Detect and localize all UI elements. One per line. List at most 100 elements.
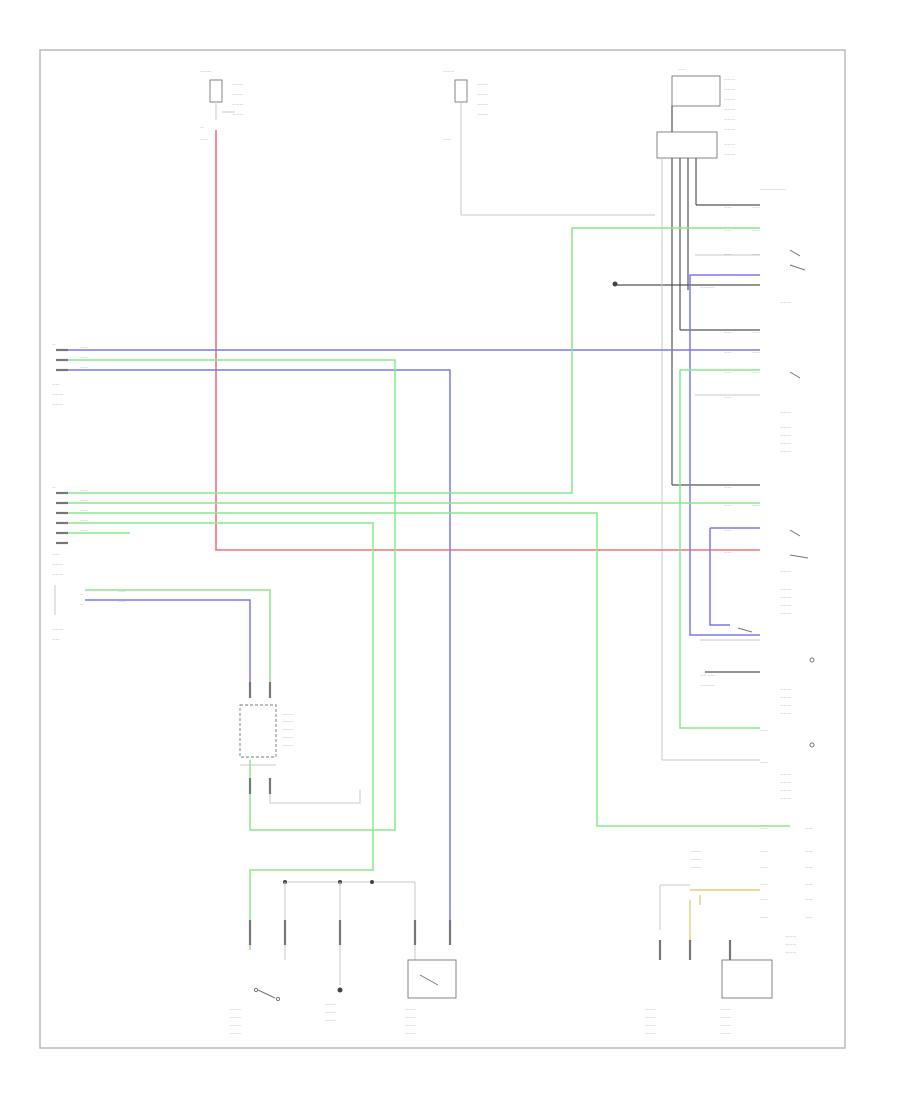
svg-text:——: ——	[752, 502, 760, 507]
left-connector-upper: — —— —— —— —— ——— ———	[52, 341, 88, 406]
svg-text:———: ———	[724, 116, 736, 121]
svg-text:———: ———	[282, 718, 294, 723]
svg-text:———: ———	[282, 734, 294, 739]
svg-text:——: ——	[80, 364, 88, 369]
bottom-right-components: ——— ——— ——— ——— ——— ——— ——— ———	[645, 884, 773, 1035]
svg-text:———: ———	[780, 440, 792, 445]
svg-text:——: ——	[760, 914, 768, 919]
svg-text:—: —	[80, 601, 84, 606]
svg-text:———: ———	[232, 111, 244, 116]
svg-text:———: ———	[724, 106, 736, 111]
svg-text:——: ——	[752, 251, 760, 256]
svg-text:——: ——	[80, 344, 88, 349]
svg-text:——: ——	[80, 487, 88, 492]
svg-text:———: ———	[780, 610, 792, 615]
svg-text:———: ———	[724, 141, 736, 146]
svg-text:———: ———	[720, 1030, 732, 1035]
svg-text:———: ———	[232, 101, 244, 106]
svg-text:———: ———	[724, 86, 736, 91]
bottom-junction	[248, 880, 452, 985]
svg-text:———: ———	[230, 1014, 242, 1019]
svg-text:——: ——	[724, 369, 732, 374]
svg-text:——: ——	[752, 369, 760, 374]
svg-text:———: ———	[405, 1022, 417, 1027]
svg-text:——: ——	[752, 204, 760, 209]
svg-text:———: ———	[720, 1006, 732, 1011]
svg-text:——: ——	[678, 66, 686, 71]
svg-text:——: ——	[760, 825, 768, 830]
svg-text:—: —	[80, 591, 84, 596]
svg-text:————: ————	[700, 672, 715, 677]
black-wire-bundle	[612, 158, 760, 673]
svg-text:———: ———	[785, 933, 797, 938]
svg-text:———: ———	[477, 81, 489, 86]
svg-text:———: ———	[645, 1030, 657, 1035]
svg-text:——: ——	[752, 349, 760, 354]
svg-text:———: ———	[52, 561, 64, 566]
svg-text:———: ———	[780, 409, 792, 414]
svg-text:———: ———	[282, 711, 294, 716]
svg-text:——: ——	[80, 497, 88, 502]
svg-text:———: ———	[720, 1022, 732, 1027]
svg-text:——: ——	[805, 881, 813, 886]
svg-text:——: ——	[80, 517, 88, 522]
svg-text:———: ———	[780, 448, 792, 453]
svg-text:——: ——	[80, 354, 88, 359]
left-connector-lower: — —— —— —— —— —— —— ——— ———	[52, 484, 88, 576]
svg-text:———: ———	[230, 1006, 242, 1011]
svg-text:———: ———	[325, 1009, 337, 1014]
svg-text:———: ———	[200, 68, 212, 73]
svg-text:———: ———	[780, 710, 792, 715]
svg-text:——: ——	[805, 914, 813, 919]
svg-text:——: ——	[760, 864, 768, 869]
svg-text:———: ———	[724, 126, 736, 131]
svg-text:———: ———	[720, 1014, 732, 1019]
svg-text:———: ———	[325, 1017, 337, 1022]
svg-text:——: ——	[760, 896, 768, 901]
svg-text:———: ———	[232, 91, 244, 96]
svg-text:——: ——	[80, 527, 88, 532]
svg-text:——: ——	[724, 204, 732, 209]
svg-text:——: ——	[118, 588, 126, 593]
svg-text:———: ———	[645, 1014, 657, 1019]
svg-text:———: ———	[443, 68, 455, 73]
svg-text:———: ———	[690, 848, 702, 853]
svg-text:———: ———	[282, 742, 294, 747]
blue-wires	[68, 274, 760, 945]
svg-text:———: ———	[724, 151, 736, 156]
svg-text:———: ———	[690, 864, 702, 869]
svg-text:——: ——	[724, 251, 732, 256]
svg-text:———: ———	[780, 686, 792, 691]
svg-text:———: ———	[690, 856, 702, 861]
svg-text:———: ———	[282, 726, 294, 731]
svg-text:————: ————	[700, 682, 715, 687]
svg-text:———: ———	[780, 432, 792, 437]
middle-sensor-module: ——— ——— ——— ——— ———	[239, 682, 361, 804]
svg-text:———: ———	[405, 1014, 417, 1019]
svg-text:——: ——	[443, 136, 451, 141]
svg-text:——: ——	[724, 484, 732, 489]
svg-text:—: —	[52, 484, 56, 489]
svg-text:——: ——	[724, 527, 732, 532]
svg-text:———: ———	[780, 568, 792, 573]
svg-text:——: ——	[724, 349, 732, 354]
svg-text:———: ———	[780, 424, 792, 429]
svg-text:———: ———	[230, 1030, 242, 1035]
svg-text:———: ———	[780, 586, 792, 591]
svg-text:———: ———	[780, 602, 792, 607]
svg-text:——: ——	[52, 636, 60, 641]
svg-text:——: ——	[118, 598, 126, 603]
yellow-wires	[689, 889, 760, 960]
fuse-block-left: ——— ——— ——— ——— ——— — ——	[200, 68, 244, 141]
svg-text:———: ———	[780, 694, 792, 699]
svg-text:——: ——	[724, 549, 732, 554]
svg-text:———: ———	[785, 949, 797, 954]
svg-text:——: ——	[760, 759, 768, 764]
svg-text:———: ———	[724, 76, 736, 81]
svg-text:———: ———	[645, 1006, 657, 1011]
svg-text:———: ———	[780, 787, 792, 792]
svg-text:———: ———	[405, 1006, 417, 1011]
svg-text:———: ———	[230, 1022, 242, 1027]
svg-text:———: ———	[780, 771, 792, 776]
